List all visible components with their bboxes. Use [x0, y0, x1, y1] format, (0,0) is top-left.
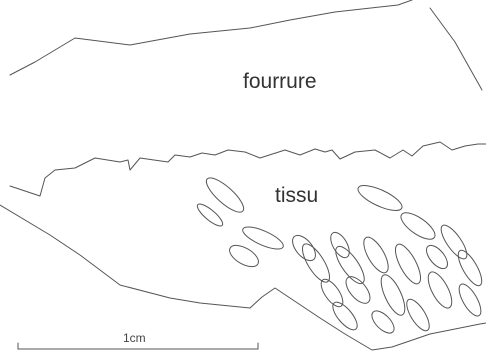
fur-tissue-boundary	[10, 142, 486, 196]
cell	[437, 222, 471, 263]
cell	[368, 307, 398, 337]
cell	[342, 273, 375, 308]
cell	[403, 296, 434, 334]
cell	[376, 272, 409, 319]
tissue-bottom-outline	[0, 205, 486, 350]
cell	[331, 242, 369, 287]
cell	[202, 173, 248, 217]
cell	[424, 269, 457, 312]
cell	[298, 240, 335, 286]
fur-label: fourrure	[243, 70, 317, 94]
cell	[455, 281, 485, 319]
fur-top-outline	[10, 0, 412, 75]
cell	[288, 231, 320, 264]
cell-cluster	[195, 173, 486, 337]
cell	[397, 208, 439, 244]
cell	[359, 234, 393, 277]
cell	[355, 181, 405, 216]
tissue-label: tissu	[275, 184, 318, 208]
cell	[195, 201, 226, 229]
cell	[226, 241, 262, 271]
cell	[391, 241, 426, 287]
cell	[423, 242, 452, 272]
cell	[317, 276, 347, 310]
cell	[327, 229, 353, 260]
fur-right-edge	[430, 8, 482, 90]
scale-bar-label: 1cm	[123, 331, 146, 345]
cell	[329, 298, 362, 333]
cell	[454, 247, 486, 289]
